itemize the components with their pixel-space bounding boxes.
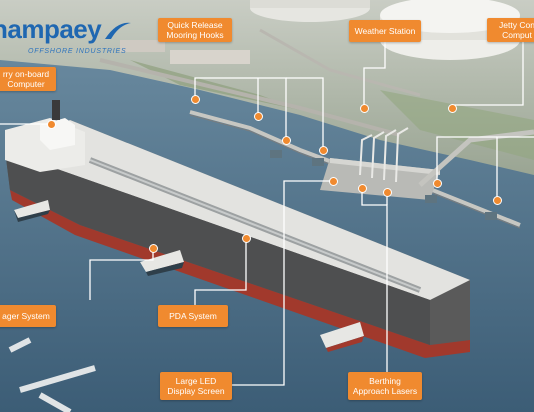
callout-onboard-computer-line2: Computer [7,79,45,89]
callout-weather-station-label: Weather Station [354,26,416,36]
hotspot-mooring-hook-2[interactable] [254,112,263,121]
callout-pda-system[interactable]: PDA System [158,305,228,327]
callout-onboard-computer[interactable]: rry on-board Computer [0,67,56,91]
hotspot-berthing-laser-1[interactable] [358,184,367,193]
hotspot-pager-system[interactable] [149,244,158,253]
hotspot-mooring-hook-3[interactable] [282,136,291,145]
callout-weather-station[interactable]: Weather Station [349,20,421,42]
hotspot-mooring-hook-1[interactable] [191,95,200,104]
callout-pda-system-label: PDA System [169,311,217,321]
callout-pager-system-label: ager System [2,311,50,321]
callout-jetty-computer[interactable]: Jetty Con Comput [487,18,534,42]
callout-large-led-display[interactable]: Large LED Display Screen [160,372,232,400]
swoosh-icon [105,22,132,39]
callout-quick-release-mooring-hooks[interactable]: Quick Release Mooring Hooks [158,18,232,42]
hotspot-mooring-hook-4[interactable] [319,146,328,155]
callout-jetty-computer-line1: Jetty Con [499,20,534,30]
hotspot-pda-system[interactable] [242,234,251,243]
callout-quick-release-line1: Quick Release [167,20,223,30]
callout-led-line2: Display Screen [167,386,225,396]
callout-led-line1: Large LED [175,376,217,386]
hotspot-led-display[interactable] [329,177,338,186]
hotspot-weather-station[interactable] [360,104,369,113]
brand-tagline: OFFSHORE INDUSTRIES [28,48,127,55]
brand-logo: hampaey OFFSHORE INDUSTRIES [0,14,133,55]
callout-pager-system[interactable]: ager System [0,305,56,327]
hotspot-mooring-hook-5[interactable] [433,179,442,188]
callout-berthing-line1: Berthing [369,376,401,386]
callout-berthing-approach-lasers[interactable]: Berthing Approach Lasers [348,372,422,400]
callout-quick-release-line2: Mooring Hooks [166,30,224,40]
hotspot-berthing-laser-2[interactable] [383,188,392,197]
brand-wordmark: hampaey [0,14,102,44]
callout-onboard-computer-line1: rry on-board [2,69,50,79]
callout-berthing-line2: Approach Lasers [352,386,418,396]
callout-jetty-computer-line2: Comput [502,30,532,40]
hotspot-onboard-computer[interactable] [47,120,56,129]
tug-boat-left [14,200,50,222]
hotspot-mooring-hook-6[interactable] [493,196,502,205]
hotspot-jetty-computer[interactable] [448,104,457,113]
